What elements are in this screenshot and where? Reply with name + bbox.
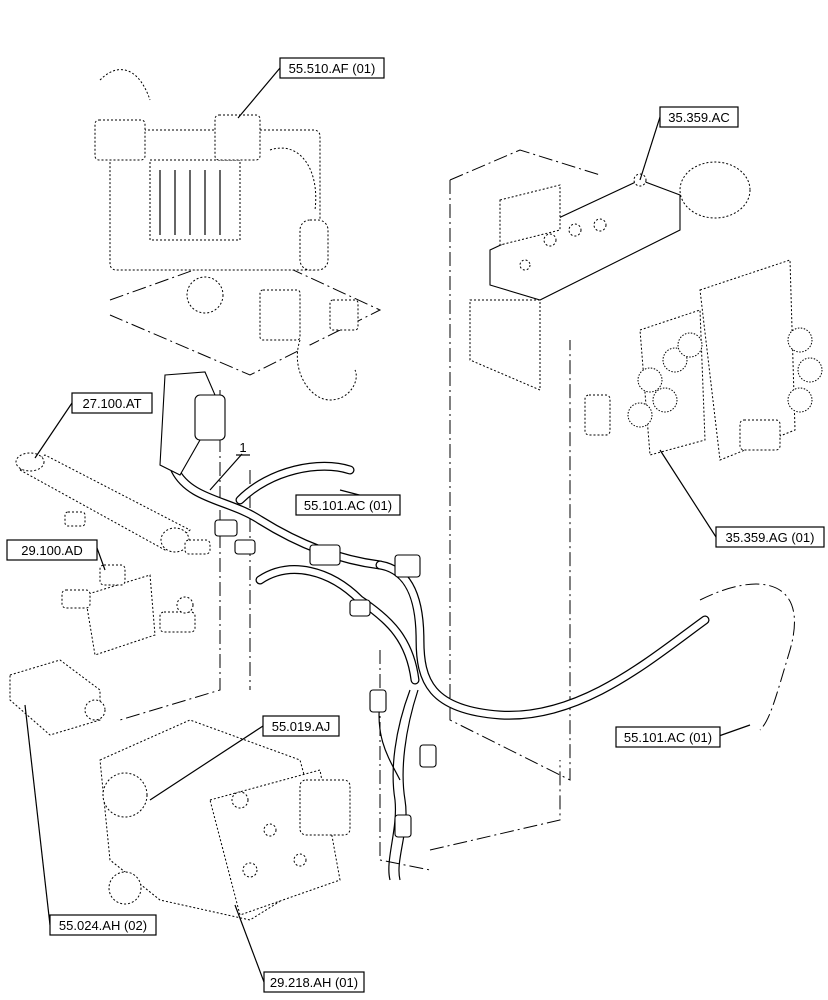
fuse-box-assembly [94, 69, 359, 401]
callout-label: 55.101.AC (01) [304, 498, 392, 513]
solenoid-sensor [9, 659, 106, 736]
callout-label: 55.024.AH (02) [59, 918, 147, 933]
callout-item-1: 1 [236, 440, 250, 456]
callout-35-359-ag-01: 35.359.AG (01) [715, 526, 825, 548]
callout-label: 35.359.AG (01) [726, 530, 815, 545]
callout-label: 29.218.AH (01) [270, 975, 358, 990]
harness-main-connector [159, 371, 226, 476]
callout-55-101-ac-01-lower: 55.101.AC (01) [615, 726, 721, 748]
callout-label: 35.359.AC [668, 110, 729, 125]
hydraulic-pump [99, 719, 351, 921]
wiring-harness [170, 461, 710, 881]
callout-29-100-ad: 29.100.AD [6, 539, 98, 561]
hydraulic-valve [61, 564, 196, 656]
callout-label: 1 [239, 440, 246, 455]
solenoid-valve-group [584, 309, 823, 456]
callout-35-359-ac: 35.359.AC [659, 106, 739, 128]
callout-55-510-af-01: 55.510.AF (01) [279, 57, 385, 79]
callout-label: 55.101.AC (01) [624, 730, 712, 745]
hydraulic-cylinder [15, 452, 211, 555]
callout-label: 55.019.AJ [272, 719, 331, 734]
callout-label: 27.100.AT [82, 396, 141, 411]
leader-lines [24, 67, 751, 983]
callout-55-101-ac-01-upper: 55.101.AC (01) [295, 494, 401, 516]
callout-55-024-ah-02: 55.024.AH (02) [49, 914, 157, 936]
callout-label: 29.100.AD [21, 543, 82, 558]
callout-55-019-aj: 55.019.AJ [262, 715, 340, 737]
callout-27-100-at: 27.100.AT [71, 392, 153, 414]
fuse-grid [159, 170, 221, 235]
callout-29-218-ah-01: 29.218.AH (01) [263, 971, 365, 993]
callout-label: 55.510.AF (01) [289, 61, 376, 76]
